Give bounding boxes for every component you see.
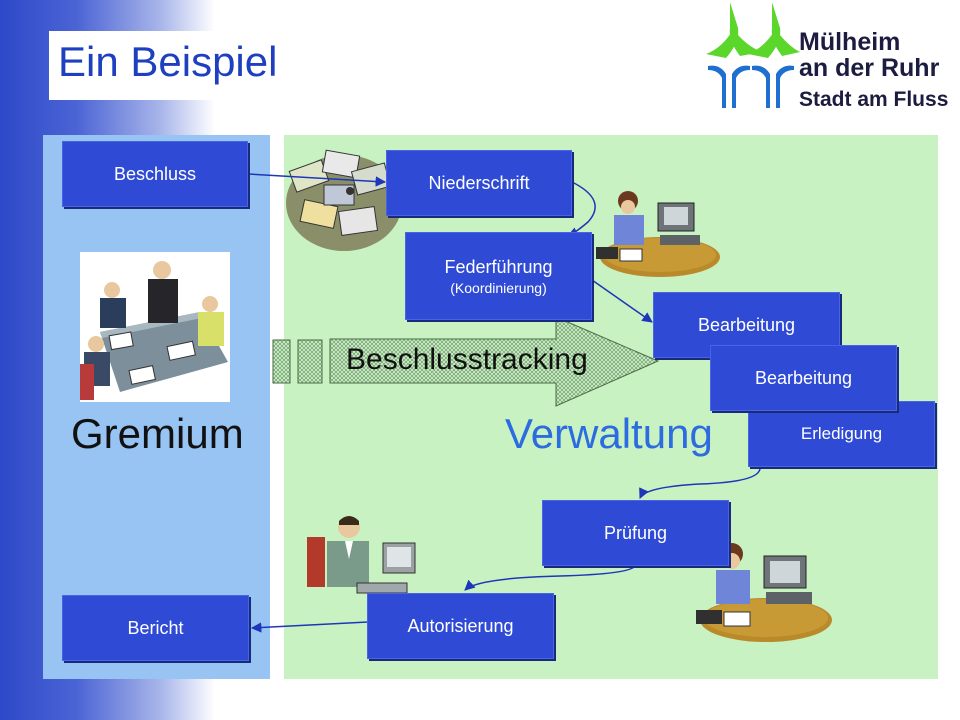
city-logo: Mülheim an der Ruhr Stadt am Fluss (700, 2, 960, 114)
title-box (49, 31, 288, 100)
autorisierung-label: Autorisierung (407, 615, 514, 636)
bearbeitung-label-2: Bearbeitung (754, 367, 853, 388)
city-logo-emblem-icon (706, 2, 800, 108)
federfuehrung-sublabel: (Koordinierung) (450, 279, 547, 296)
beschluss-label: Beschluss (113, 163, 197, 184)
gremium-label: Gremium (71, 410, 244, 457)
autorisierung-box[interactable]: Autorisierung (367, 593, 554, 659)
pruefung-box[interactable]: Prüfung (542, 500, 729, 566)
erledigung-label: Erledigung (800, 424, 883, 443)
bearbeitung-box-2[interactable]: Bearbeitung (710, 345, 897, 411)
computer-worker-clipart (305, 513, 420, 608)
niederschrift-label: Niederschrift (428, 172, 530, 193)
logo-line-2: an der Ruhr (799, 54, 940, 82)
federfuehrung-box[interactable]: Federführung (Koordinierung) (405, 232, 592, 320)
meeting-clipart (80, 252, 230, 402)
gremium-panel (43, 135, 270, 679)
page-title: Ein Beispiel (58, 38, 278, 85)
telephone-worker-clipart-2 (686, 536, 836, 646)
verwaltung-label: Verwaltung (505, 410, 713, 457)
beschluss-box[interactable]: Beschluss (62, 141, 248, 207)
bericht-label: Bericht (127, 617, 184, 638)
erledigung-box[interactable]: Erledigung (748, 401, 935, 467)
bericht-box[interactable]: Bericht (62, 595, 249, 661)
pruefung-label: Prüfung (603, 522, 668, 543)
logo-line-3: Stadt am Fluss (799, 88, 949, 111)
logo-line-1: Mülheim (799, 28, 901, 56)
federfuehrung-label: Federführung (444, 256, 553, 277)
bearbeitung-label-1: Bearbeitung (697, 314, 796, 335)
tracking-label: Beschlusstracking (346, 343, 588, 376)
niederschrift-box[interactable]: Niederschrift (386, 150, 572, 216)
telephone-worker-clipart-1 (590, 185, 720, 280)
